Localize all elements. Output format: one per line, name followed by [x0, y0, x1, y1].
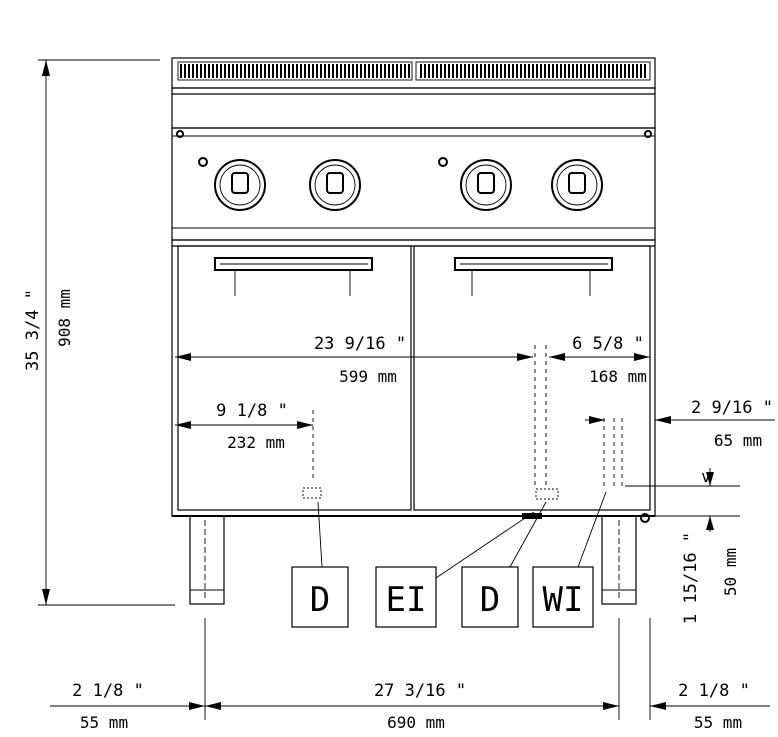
- connection-box-ei: EI: [375, 511, 535, 628]
- connection-box-d-left: D: [291, 501, 349, 628]
- dimension-offset-168: 6 5/8 " 168 mm: [549, 334, 651, 386]
- dimension-width-599: 23 9/16 " 599 mm: [175, 334, 533, 386]
- appliance-outline: [171, 57, 656, 523]
- foot-left-mm-label: 55 mm: [80, 713, 128, 732]
- foot-right-mm-label: 55 mm: [694, 713, 742, 732]
- dimension-foot-spacing: 2 1/8 " 55 mm 27 3/16 " 690 mm 2 1/8 " 5…: [50, 618, 770, 732]
- offset-232-inch-label: 9 1/8 ": [216, 401, 288, 421]
- connection-label: D: [310, 580, 330, 620]
- control-knob-1: [214, 159, 266, 211]
- connection-stub-ei: [522, 345, 559, 519]
- dimension-offset-65: 2 9/16 " 65 mm: [585, 398, 775, 450]
- connection-label: WI: [543, 580, 584, 620]
- width-inch-label: 23 9/16 ": [314, 334, 406, 354]
- left-vent-grill: [180, 64, 410, 78]
- dimension-overall-height: 35 3/4 " 908 mm: [23, 59, 175, 606]
- foot-left-inch-label: 2 1/8 ": [72, 681, 144, 701]
- connection-label: EI: [386, 580, 427, 620]
- right-door-handle: [454, 257, 613, 296]
- height-mm-label: 908 mm: [55, 289, 74, 347]
- right-leg: [601, 515, 637, 605]
- connection-stub-wi: [603, 418, 623, 488]
- left-door: [177, 245, 412, 511]
- connection-box-wi: WI: [532, 491, 607, 628]
- foot-span-mm-label: 690 mm: [387, 713, 445, 732]
- height-inch-label: 35 3/4 ": [23, 289, 43, 371]
- indicator-light-right: [438, 157, 448, 167]
- left-door-handle: [214, 257, 373, 296]
- dimension-offset-232: 9 1/8 " 232 mm: [175, 401, 313, 452]
- connection-stub-d-left: [302, 410, 322, 499]
- dimension-foot-height: v 1 15/16 " 50 mm: [625, 467, 740, 624]
- offset-168-mm-label: 168 mm: [589, 367, 647, 386]
- foot-height-inch-label: 1 15/16 ": [681, 532, 701, 624]
- foot-height-mm-label: 50 mm: [721, 548, 740, 596]
- indicator-light-left: [198, 157, 208, 167]
- foot-right-inch-label: 2 1/8 ": [678, 681, 750, 701]
- foot-v-mark: v: [701, 467, 711, 486]
- connection-box-d-right: D: [461, 501, 547, 628]
- control-knob-3: [460, 159, 512, 211]
- offset-65-mm-label: 65 mm: [714, 431, 762, 450]
- control-knob-2: [309, 159, 361, 211]
- right-vent-grill: [418, 64, 648, 78]
- offset-168-inch-label: 6 5/8 ": [572, 334, 644, 354]
- width-mm-label: 599 mm: [339, 367, 397, 386]
- left-leg: [189, 515, 225, 605]
- control-knob-4: [551, 159, 603, 211]
- offset-232-mm-label: 232 mm: [227, 433, 285, 452]
- foot-span-inch-label: 27 3/16 ": [374, 681, 466, 701]
- offset-65-inch-label: 2 9/16 ": [691, 398, 773, 418]
- connection-label: D: [480, 580, 500, 620]
